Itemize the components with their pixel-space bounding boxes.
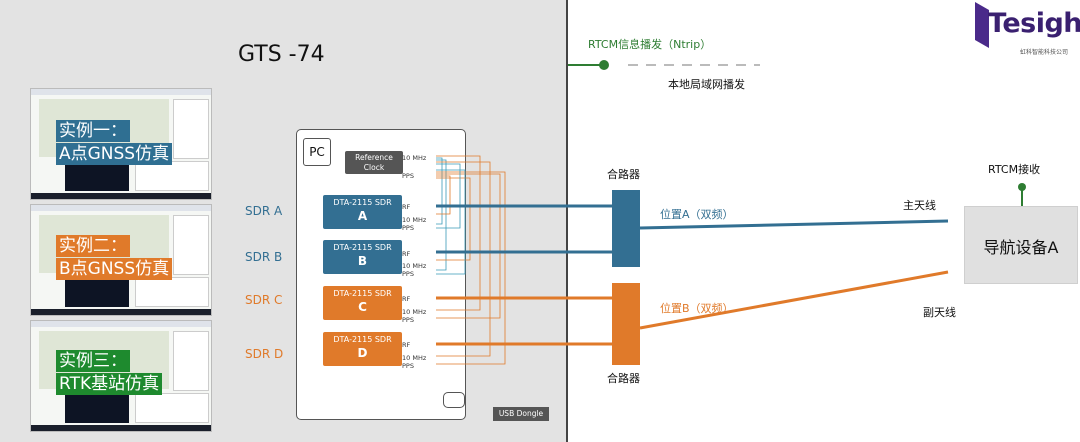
sdr-a-model: DTA-2115 SDR — [333, 198, 392, 207]
pc-box — [296, 129, 466, 420]
combiner-bottom — [612, 283, 640, 365]
sdr-b-model: DTA-2115 SDR — [333, 243, 392, 252]
sdr-b-label: SDR B — [245, 250, 283, 264]
sdr-c-port-pps: PPS — [402, 316, 414, 324]
instance-3-label-line2: RTK基站仿真 — [56, 373, 163, 395]
clock-port-pps: PPS — [402, 172, 414, 180]
logo-mark-icon — [975, 2, 989, 48]
line-position-a — [639, 219, 949, 230]
combiner-top — [612, 190, 640, 267]
sdr-c-port-10mhz: 10 MHz — [402, 308, 427, 316]
position-b-label: 位置B（双频） — [660, 302, 734, 315]
reference-clock-line2: Clock — [363, 163, 385, 172]
sdr-a-port-10mhz: 10 MHz — [402, 216, 427, 224]
sdr-board-a: DTA-2115 SDR A — [323, 195, 402, 229]
combiner-bottom-label: 合路器 — [607, 372, 640, 385]
usb-dongle-icon — [443, 392, 465, 408]
lan-broadcast-label: 本地局域网播发 — [668, 78, 745, 91]
sdr-d-label: SDR D — [245, 347, 284, 361]
sdr-d-port-pps: PPS — [402, 362, 414, 370]
combiner-top-label: 合路器 — [607, 168, 640, 181]
sdr-a-letter: A — [357, 209, 368, 223]
sdr-c-label: SDR C — [245, 293, 283, 307]
sdr-board-b: DTA-2115 SDR B — [323, 240, 402, 274]
sdr-board-c: DTA-2115 SDR C — [323, 286, 402, 320]
sdr-a-port-pps: PPS — [402, 224, 414, 232]
instance-3-label-line1: 实例三： — [56, 350, 130, 372]
sdr-d-letter: D — [357, 346, 368, 360]
sdr-c-model: DTA-2115 SDR — [333, 289, 392, 298]
sub-antenna-label: 副天线 — [923, 306, 956, 319]
reference-clock-line1: Reference — [355, 153, 393, 162]
nav-device-box — [964, 206, 1078, 284]
position-a-label: 位置A（双频） — [660, 208, 734, 221]
sdr-b-port-pps: PPS — [402, 270, 414, 278]
instance-1-label-line2: A点GNSS仿真 — [56, 143, 173, 165]
sdr-d-port-rf: RF — [402, 341, 411, 349]
clock-port-10mhz: 10 MHz — [402, 154, 427, 162]
sdr-b-port-10mhz: 10 MHz — [402, 262, 427, 270]
sdr-d-port-10mhz: 10 MHz — [402, 354, 427, 362]
sdr-d-model: DTA-2115 SDR — [333, 335, 392, 344]
instance-1-label-line1: 实例一： — [56, 120, 130, 142]
instance-2-label-line2: B点GNSS仿真 — [56, 258, 173, 280]
sdr-a-port-rf: RF — [402, 203, 411, 211]
reference-clock — [345, 151, 403, 174]
sdr-a-label: SDR A — [245, 204, 283, 218]
sdr-b-port-rf: RF — [402, 250, 411, 258]
logo-subtitle: 虹科智能科技公司 — [1020, 49, 1069, 56]
line-position-b — [639, 270, 949, 330]
sync-lines — [436, 155, 506, 365]
main-antenna-label: 主天线 — [903, 199, 936, 212]
gts-title: GTS -74 — [238, 42, 325, 67]
rtcm-broadcast-label: RTCM信息播发（Ntrip） — [588, 38, 712, 51]
instance-2-label-line1: 实例二： — [56, 235, 130, 257]
rtcm-node — [599, 60, 609, 70]
usb-dongle-label: USB Dongle — [493, 407, 549, 421]
rtcm-receive-label: RTCM接收 — [988, 163, 1041, 176]
sdr-c-port-rf: RF — [402, 295, 411, 303]
nav-device-label: 导航设备A — [983, 238, 1059, 257]
sdr-b-letter: B — [357, 254, 368, 268]
logo-text: Tesight — [988, 8, 1080, 39]
sdr-board-d: DTA-2115 SDR D — [323, 332, 402, 366]
pc-label: PC — [303, 138, 331, 166]
sdr-c-letter: C — [358, 300, 367, 314]
